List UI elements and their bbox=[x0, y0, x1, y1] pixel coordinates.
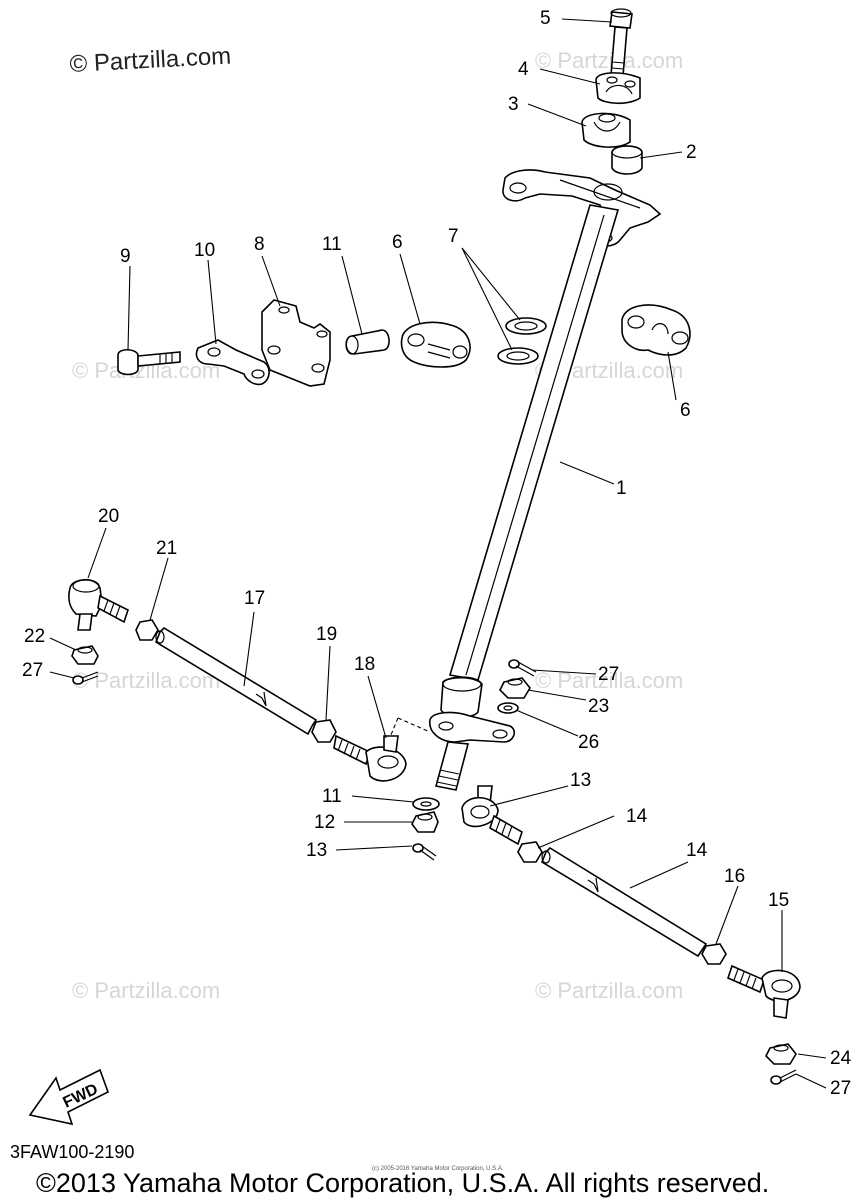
callout-2[interactable]: 2 bbox=[686, 142, 697, 163]
callout-16[interactable]: 13 bbox=[570, 770, 591, 791]
tie-rod-part-15[interactable] bbox=[541, 846, 708, 958]
diagram-code: 3FAW100-2190 bbox=[10, 1142, 134, 1162]
callout-14[interactable]: 13 bbox=[306, 840, 327, 861]
callout-labels: 5 4 3 2 6 6 7 8 9 10 11 1 20 21 17 19 18… bbox=[22, 8, 852, 1099]
nut-part-19[interactable] bbox=[701, 943, 727, 965]
callout-25-center[interactable]: 23 bbox=[588, 696, 609, 717]
callout-27-left[interactable]: 27 bbox=[22, 660, 43, 681]
cotter-pin-part-14[interactable] bbox=[412, 843, 437, 861]
cotter-pin-part-27-right[interactable] bbox=[770, 1069, 797, 1085]
tie-rod-part-20[interactable] bbox=[155, 626, 318, 736]
copyright-notice: ©2013 Yamaha Motor Corporation, U.S.A. A… bbox=[36, 1168, 769, 1198]
callout-7[interactable]: 7 bbox=[448, 226, 459, 247]
washer-part-26[interactable] bbox=[497, 702, 519, 714]
steering-column-part-1[interactable] bbox=[387, 169, 662, 791]
callout-26[interactable]: 26 bbox=[578, 732, 599, 753]
callout-4[interactable]: 4 bbox=[518, 59, 529, 80]
callout-6-right[interactable]: 6 bbox=[680, 400, 691, 421]
tie-rod-end-part-21[interactable] bbox=[333, 734, 407, 782]
watermark-text: © Partzilla.com bbox=[72, 978, 220, 1003]
tie-rod-end-part-18[interactable] bbox=[727, 964, 801, 1019]
callout-17[interactable]: 14 bbox=[626, 806, 648, 827]
tie-rod-end-part-23[interactable] bbox=[68, 578, 129, 631]
bracket-part-8[interactable] bbox=[261, 299, 331, 387]
cotter-pin-part-27-left[interactable] bbox=[72, 671, 99, 685]
nut-part-25-left[interactable] bbox=[71, 645, 99, 665]
callout-18[interactable]: 15 bbox=[768, 890, 789, 911]
callout-3[interactable]: 3 bbox=[508, 94, 519, 115]
callout-8[interactable]: 8 bbox=[254, 234, 265, 255]
callout-25-left[interactable]: 22 bbox=[24, 626, 45, 647]
washer-part-12[interactable] bbox=[412, 797, 440, 811]
callout-27-right[interactable]: 27 bbox=[830, 1078, 851, 1099]
nut-part-25-right[interactable] bbox=[765, 1043, 797, 1065]
watermark-text: © Partzilla.com bbox=[72, 668, 220, 693]
callout-12[interactable]: 11 bbox=[322, 786, 342, 807]
callout-6-left[interactable]: 6 bbox=[392, 232, 403, 253]
washers-part-7[interactable] bbox=[497, 317, 547, 365]
callout-21[interactable]: 18 bbox=[354, 654, 375, 675]
callout-19[interactable]: 16 bbox=[724, 866, 745, 887]
callout-5[interactable]: 5 bbox=[540, 8, 551, 29]
spacer-part-11[interactable] bbox=[345, 329, 390, 355]
watermark-text: © Partzilla.com bbox=[535, 978, 683, 1003]
callout-10[interactable]: 10 bbox=[194, 240, 215, 261]
bolt-part-9[interactable] bbox=[117, 348, 181, 376]
clamp-upper-part-4[interactable] bbox=[595, 72, 641, 105]
callout-20[interactable]: 17 bbox=[244, 588, 265, 609]
fine-print: (c) 2005-2016 Yamaha Motor Corporation, … bbox=[372, 1166, 504, 1172]
watermark-group: © Partzilla.com © Partzilla.com © Partzi… bbox=[72, 48, 683, 1003]
callout-22[interactable]: 19 bbox=[316, 624, 337, 645]
nut-part-13[interactable] bbox=[411, 811, 439, 833]
nut-part-25-center[interactable] bbox=[499, 677, 531, 699]
forward-arrow-icon: FWD bbox=[28, 1068, 109, 1126]
nut-part-22[interactable] bbox=[311, 719, 337, 743]
callout-11[interactable]: 11 bbox=[322, 234, 342, 255]
watermark-text: © Partzilla.com bbox=[535, 48, 683, 73]
tie-rod-end-part-16[interactable] bbox=[461, 785, 523, 846]
callout-25-right[interactable]: 24 bbox=[830, 1048, 852, 1069]
clamp-part-6-right[interactable] bbox=[621, 304, 691, 356]
leader-lines bbox=[49, 18, 827, 1089]
callout-1[interactable]: 1 bbox=[616, 478, 627, 499]
callout-9[interactable]: 9 bbox=[120, 246, 131, 267]
cotter-pin-part-27-center[interactable] bbox=[508, 659, 537, 677]
callout-13[interactable]: 12 bbox=[314, 812, 335, 833]
callout-24[interactable]: 21 bbox=[156, 538, 177, 559]
watermark-main: © Partzilla.com bbox=[69, 43, 232, 78]
clamp-part-6-left[interactable] bbox=[400, 321, 471, 368]
nut-part-24[interactable] bbox=[135, 619, 159, 641]
clamp-lower-part-3[interactable] bbox=[581, 112, 631, 148]
callout-23[interactable]: 20 bbox=[98, 506, 119, 527]
nut-part-17[interactable] bbox=[517, 841, 543, 863]
callout-27-center[interactable]: 27 bbox=[598, 664, 619, 685]
bushing-part-2[interactable] bbox=[611, 145, 643, 175]
callout-15[interactable]: 14 bbox=[686, 840, 708, 861]
